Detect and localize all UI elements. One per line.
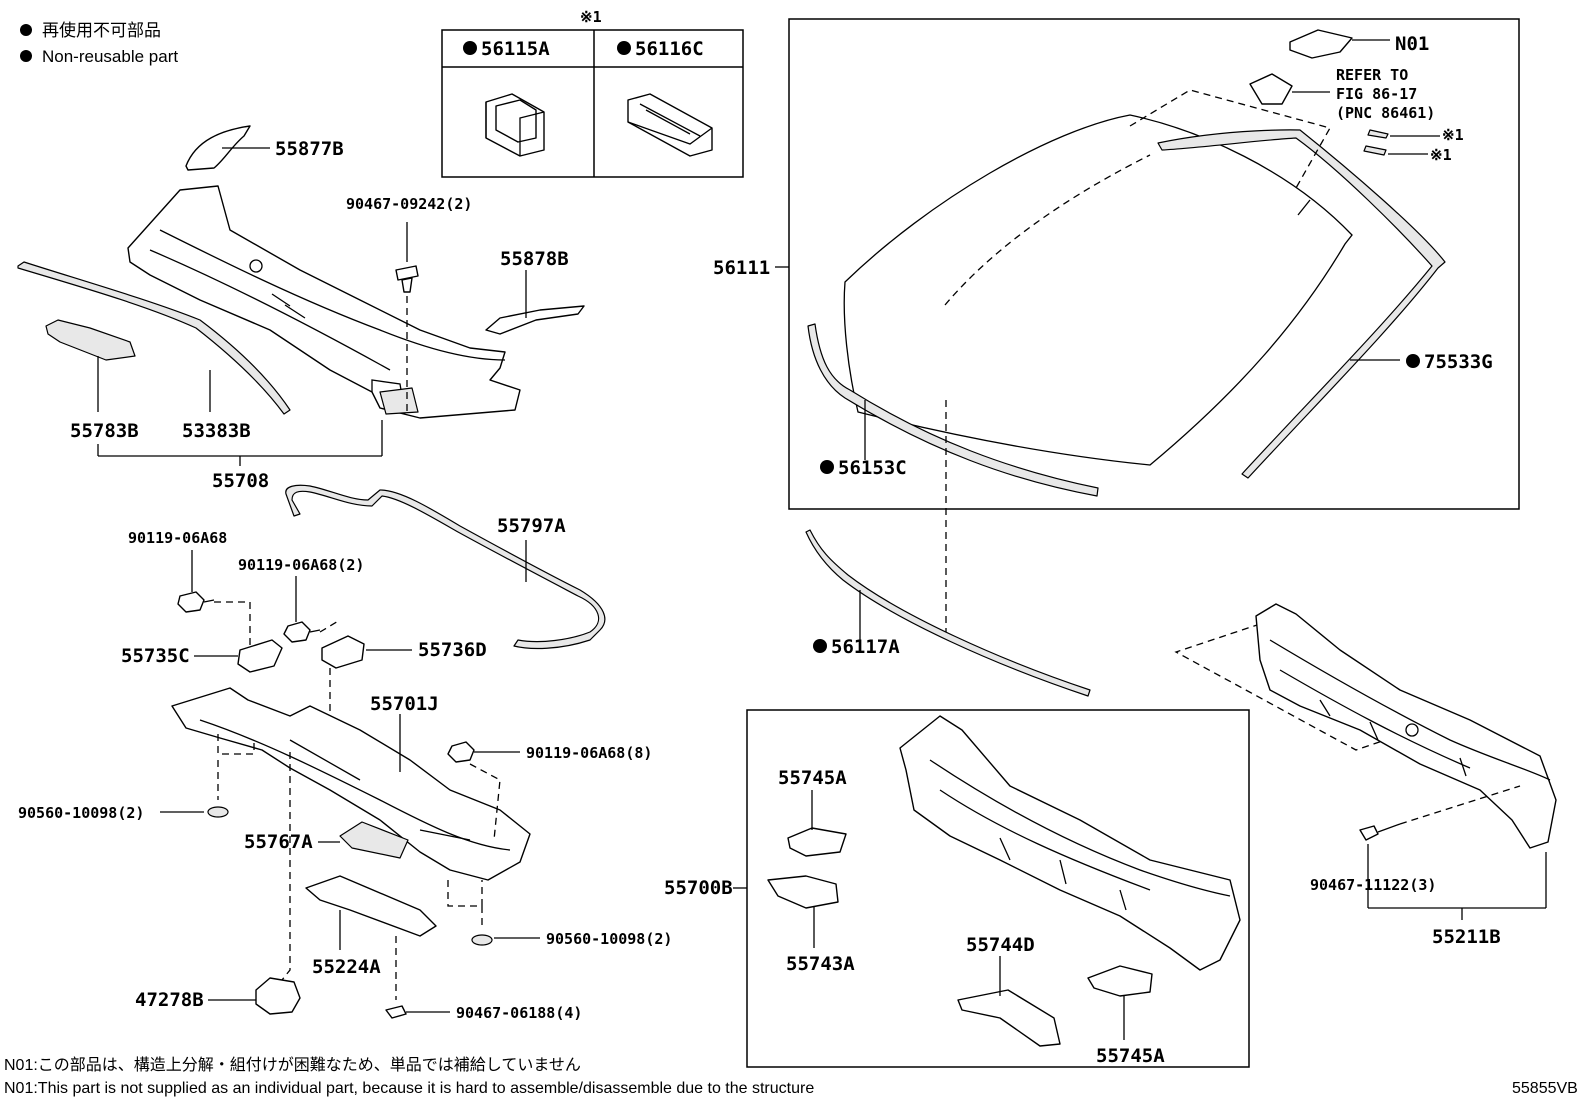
part-55767A[interactable]: 55767A — [244, 831, 313, 853]
part-55877B-drawing — [185, 125, 251, 171]
part-90467-09242[interactable]: 90467-09242(2) — [346, 195, 472, 213]
part-47278B-drawing — [255, 977, 301, 1015]
non-reusable-dot-icon — [820, 460, 834, 474]
part-55701J[interactable]: 55701J — [370, 693, 439, 715]
part-55708[interactable]: 55708 — [212, 470, 269, 492]
part-75533G[interactable]: 75533G — [1424, 351, 1493, 373]
clip-56116C-drawing — [627, 93, 713, 157]
part-90467-06188[interactable]: 90467-06188(4) — [456, 1004, 582, 1022]
part-55224A-drawing — [305, 875, 437, 937]
cowl-panel-55701J-drawing — [171, 687, 531, 881]
part-56117A[interactable]: 56117A — [831, 636, 900, 658]
part-90467-11122[interactable]: 90467-11122(3) — [1310, 876, 1436, 894]
windshield-glass — [843, 114, 1353, 466]
cowl-panel-drawing — [127, 185, 521, 419]
part-55211B-drawing — [1255, 603, 1557, 849]
windshield-frame — [788, 18, 1520, 510]
part-55743A[interactable]: 55743A — [786, 953, 855, 975]
part-56116C[interactable]: 56116C — [635, 38, 704, 60]
weatherstrip-56117A: 56117A — [805, 529, 1091, 697]
part-56115A[interactable]: 56115A — [481, 38, 550, 60]
part-55797A[interactable]: 55797A — [497, 515, 566, 537]
part-90560-10098-2b[interactable]: 90560-10098(2) — [546, 930, 672, 948]
footer-en-note: N01:This part is not supplied as an indi… — [4, 1080, 814, 1097]
figure-code: 55855VB — [1512, 1080, 1578, 1097]
cowl-top-group: 55877B 55783B 53383B 55708 90467-09242(2… — [17, 125, 585, 492]
seal-53383B-drawing — [17, 261, 291, 415]
part-53383B[interactable]: 53383B — [182, 420, 251, 442]
refer-line-1: REFER TO — [1336, 66, 1408, 84]
washer-hose-group: 55797A — [285, 484, 606, 650]
part-90560-10098-2a[interactable]: 90560-10098(2) — [18, 804, 144, 822]
cowl-reinforcement-group: 90467-11122(3) 55211B — [1174, 603, 1557, 948]
part-56153C[interactable]: 56153C — [838, 457, 907, 479]
non-reusable-dot-icon — [813, 639, 827, 653]
part-90119-06A68-2[interactable]: 90119-06A68(2) — [238, 556, 364, 574]
part-55783B-drawing — [45, 319, 136, 361]
refer-line-2[interactable]: FIG 86-17 — [1336, 85, 1417, 103]
part-55211B[interactable]: 55211B — [1432, 926, 1501, 948]
part-55744D[interactable]: 55744D — [966, 934, 1035, 956]
footer-jp-note: N01:この部品は、構造上分解・組付けが困難なため、単品では補給していません — [4, 1056, 581, 1074]
windshield-group: N01 REFER TO FIG 86-17 (PNC 86461) ※1 ※1… — [713, 18, 1520, 510]
legend-dot-icon — [20, 24, 32, 36]
note-mark-b: ※1 — [1430, 146, 1452, 164]
cowl-lower-group: 90119-06A68 90119-06A68(2) 55735C 55736D… — [18, 529, 672, 1022]
non-reusable-dot-icon — [617, 41, 631, 55]
part-55735C[interactable]: 55735C — [121, 645, 190, 667]
part-90119-06A68[interactable]: 90119-06A68 — [128, 529, 227, 547]
washer-hose-drawing — [285, 484, 606, 650]
part-55745A-bottom[interactable]: 55745A — [1096, 1045, 1165, 1067]
dash-panel-drawing — [899, 715, 1241, 971]
part-55878B[interactable]: 55878B — [500, 248, 569, 270]
refer-line-3[interactable]: (PNC 86461) — [1336, 104, 1435, 122]
dash-panel-box: 55700B 55745A 55743A 55744D 55745A — [664, 709, 1250, 1068]
part-55745A-top[interactable]: 55745A — [778, 767, 847, 789]
note-mark-a: ※1 — [1442, 126, 1464, 144]
inset-note-mark: ※1 — [580, 8, 602, 26]
part-55878B-drawing — [485, 305, 585, 335]
part-55224A[interactable]: 55224A — [312, 956, 381, 978]
part-90119-06A68-8[interactable]: 90119-06A68(8) — [526, 744, 652, 762]
part-56111[interactable]: 56111 — [713, 257, 770, 279]
legend-jp: 再使用不可部品 — [42, 20, 161, 40]
inset-frame — [441, 29, 744, 178]
part-N01[interactable]: N01 — [1395, 33, 1429, 55]
legend: 再使用不可部品 Non-reusable part — [20, 20, 178, 66]
clip-inset: ※1 56115A 56116C — [441, 8, 744, 178]
part-55783B[interactable]: 55783B — [70, 420, 139, 442]
part-55736D[interactable]: 55736D — [418, 639, 487, 661]
non-reusable-dot-icon — [1406, 354, 1420, 368]
clip-56115A-drawing — [485, 93, 545, 157]
legend-en: Non-reusable part — [42, 47, 178, 66]
part-55877B[interactable]: 55877B — [275, 138, 344, 160]
legend-dot-icon — [20, 50, 32, 62]
part-55700B[interactable]: 55700B — [664, 877, 733, 899]
non-reusable-dot-icon — [463, 41, 477, 55]
footer-notes: N01:この部品は、構造上分解・組付けが困難なため、単品では補給していません N… — [4, 1056, 1578, 1097]
part-47278B[interactable]: 47278B — [135, 989, 204, 1011]
